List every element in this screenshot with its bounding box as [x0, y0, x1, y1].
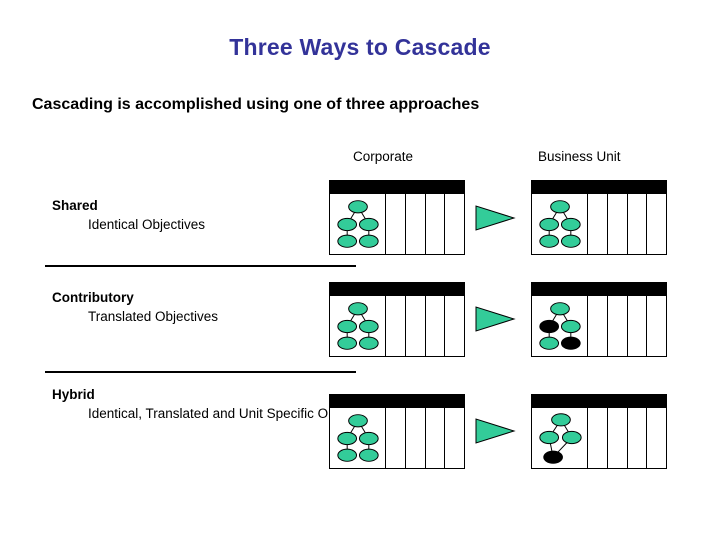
scorecard-cell: [588, 296, 608, 356]
row-divider: [45, 371, 356, 373]
objective-tree: [337, 302, 379, 350]
scorecard-header-bar: [531, 282, 667, 296]
scorecard-cell: [647, 296, 666, 356]
scorecard-cell: [406, 296, 426, 356]
row-label-contributory: Contributory Translated Objectives: [52, 288, 218, 326]
scorecard-body: [531, 194, 667, 255]
scorecard-cell: [406, 408, 426, 468]
scorecard-cell: [386, 194, 406, 254]
scorecard-cell: [426, 408, 446, 468]
scorecard-cell: [445, 296, 464, 356]
scorecard-cell: [608, 296, 628, 356]
scorecard-cell: [628, 296, 648, 356]
scorecard-contributory-business-unit: [531, 282, 667, 357]
scorecard-cell: [426, 296, 446, 356]
page-title: Three Ways to Cascade: [229, 34, 491, 60]
scorecard-hybrid-business-unit: [531, 394, 667, 469]
objective-tree: [539, 302, 581, 350]
row-subtitle: Translated Objectives: [88, 309, 219, 324]
row-label-shared: Shared Identical Objectives: [52, 196, 205, 234]
objective-tree: [337, 414, 379, 462]
scorecard-cell: [386, 408, 406, 468]
scorecard-cell: [406, 194, 426, 254]
scorecard-tree-cell: [532, 296, 588, 356]
row-subtitle: Identical Objectives: [88, 217, 206, 232]
scorecard-body: [531, 296, 667, 357]
scorecard-cell: [426, 194, 446, 254]
scorecard-body: [329, 296, 465, 357]
right-arrow-icon: [475, 418, 516, 444]
subtitle: Cascading is accomplished using one of t…: [32, 96, 480, 113]
scorecard-cell: [386, 296, 406, 356]
scorecard-cell: [608, 194, 628, 254]
scorecard-cell: [588, 408, 608, 468]
scorecard-body: [531, 408, 667, 469]
scorecard-header-bar: [329, 394, 465, 408]
scorecard-cell: [588, 194, 608, 254]
objective-tree: [337, 200, 379, 248]
scorecard-header-bar: [329, 282, 465, 296]
column-header-corporate: Corporate: [353, 149, 414, 164]
scorecard-shared-business-unit: [531, 180, 667, 255]
row-title: Shared: [52, 198, 98, 213]
row-title: Contributory: [52, 290, 134, 305]
scorecard-tree-cell: [532, 194, 588, 254]
scorecard-tree-cell: [330, 194, 386, 254]
row-title: Hybrid: [52, 387, 95, 402]
scorecard-tree-cell: [532, 408, 588, 468]
scorecard-contributory-corporate: [329, 282, 465, 357]
scorecard-cell: [647, 408, 666, 468]
scorecard-cell: [608, 408, 628, 468]
scorecard-shared-corporate: [329, 180, 465, 255]
column-header-business-unit: Business Unit: [538, 149, 621, 164]
scorecard-header-bar: [531, 394, 667, 408]
scorecard-header-bar: [329, 180, 465, 194]
scorecard-cell: [628, 194, 648, 254]
objective-tree: [539, 200, 581, 248]
scorecard-tree-cell: [330, 408, 386, 468]
scorecard-header-bar: [531, 180, 667, 194]
scorecard-cell: [628, 408, 648, 468]
scorecard-body: [329, 194, 465, 255]
scorecard-cell: [445, 408, 464, 468]
row-divider: [45, 265, 356, 267]
right-arrow-icon: [475, 205, 516, 231]
scorecard-cell: [445, 194, 464, 254]
scorecard-cell: [647, 194, 666, 254]
row-label-hybrid: Hybrid Identical, Translated and Unit Sp…: [52, 385, 381, 423]
scorecard-body: [329, 408, 465, 469]
right-arrow-icon: [475, 306, 516, 332]
row-subtitle: Identical, Translated and Unit Specific …: [88, 406, 381, 421]
scorecard-tree-cell: [330, 296, 386, 356]
objective-tree: [539, 413, 582, 464]
scorecard-hybrid-corporate: [329, 394, 465, 469]
